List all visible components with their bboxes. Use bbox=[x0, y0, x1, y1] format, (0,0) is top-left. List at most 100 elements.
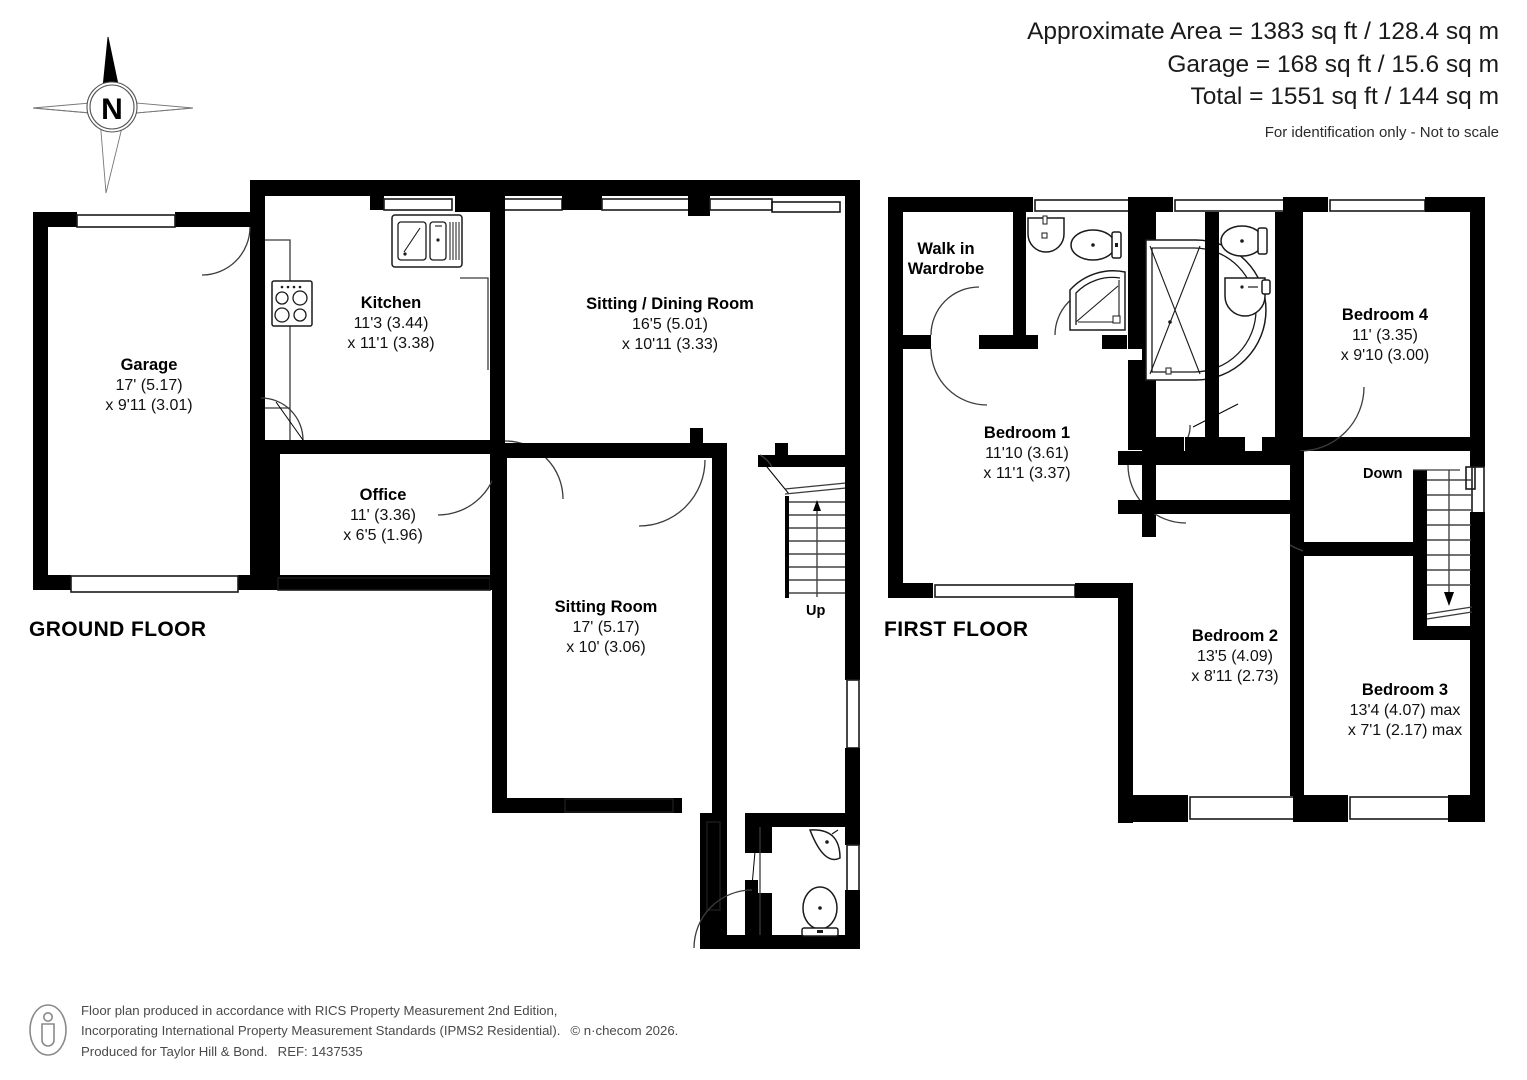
ff-wall-north-b bbox=[1128, 197, 1173, 212]
wc-window-east bbox=[846, 844, 860, 894]
bed2-bed3-divider bbox=[1290, 556, 1304, 796]
first-floor-plan bbox=[888, 197, 1485, 823]
footer-text: Floor plan produced in accordance with R… bbox=[81, 1001, 678, 1062]
room-dim2-bedroom-3: x 7'1 (2.17) max bbox=[1347, 721, 1463, 739]
garage-area-line: Garage = 168 sq ft / 15.6 sq m bbox=[1167, 50, 1499, 78]
window-north-dining bbox=[601, 198, 701, 211]
kitchen-door-leaf bbox=[275, 401, 304, 441]
kitchen-counter-outline bbox=[460, 277, 489, 370]
bed4-door-swing bbox=[1299, 386, 1365, 452]
garage-wall-north-left bbox=[33, 212, 77, 227]
room-dim2-kitchen: x 11'1 (3.38) bbox=[347, 334, 435, 352]
ff-wall-south-b3-b bbox=[1448, 795, 1485, 822]
ensuite-shower-fixture bbox=[1069, 270, 1126, 331]
room-name-bedroom-4: Bedroom 4 bbox=[1341, 306, 1429, 324]
room-dim1-bedroom-1: 11'10 (3.61) bbox=[985, 444, 1069, 462]
room-name-walk-in-wardrobe-line2: Wardrobe bbox=[907, 259, 985, 278]
ground-floor-caption: GROUND FLOOR bbox=[29, 618, 207, 641]
wc-corner-basin-fixture bbox=[808, 829, 841, 861]
accessibility-person-icon bbox=[29, 1003, 67, 1056]
staircase-up bbox=[784, 482, 847, 598]
room-dim1-garage: 17' (5.17) bbox=[115, 376, 183, 394]
window-north-dining2 bbox=[709, 198, 773, 211]
kitchen-counter-west bbox=[265, 239, 291, 440]
room-label-kitchen: Kitchen 11'3 (3.44) x 11'1 (3.38) bbox=[347, 293, 434, 354]
ff-wall-west bbox=[888, 197, 903, 597]
room-dim2-sitting-dining-room: x 10'11 (3.33) bbox=[621, 335, 719, 353]
hall-wall-east-lower bbox=[845, 748, 860, 820]
bed1-door-swing bbox=[930, 348, 988, 406]
kitchen-hob-fixture bbox=[271, 280, 313, 327]
ensuite-basin-fixture bbox=[1027, 215, 1065, 253]
ensuite-toilet-fixture bbox=[1070, 229, 1122, 261]
garage-door-swing bbox=[201, 226, 251, 276]
window-north-kitchen2 bbox=[499, 198, 563, 211]
room-label-sitting-room: Sitting Room 17' (5.17) x 10' (3.06) bbox=[555, 597, 658, 658]
ff-wall-east-lower bbox=[1470, 512, 1485, 822]
footer-copyright: © n·checom 2026. bbox=[570, 1023, 679, 1039]
hall-window-east bbox=[846, 679, 860, 749]
hall-door-leaf bbox=[762, 461, 790, 495]
bathroom-wall-south-a bbox=[1156, 437, 1184, 451]
garage-wall-north-right bbox=[175, 212, 250, 227]
sittingroom-window-south bbox=[564, 798, 674, 813]
landing-wall-north-b bbox=[1425, 437, 1485, 451]
compass-rose: N bbox=[32, 35, 194, 195]
room-name-bedroom-3: Bedroom 3 bbox=[1361, 681, 1449, 699]
porch-window-west bbox=[706, 821, 721, 911]
ff-wall-south-left-b bbox=[1075, 583, 1120, 598]
room-name-bedroom-1: Bedroom 1 bbox=[983, 424, 1071, 442]
bed4-wall-west bbox=[1289, 212, 1303, 437]
office-door-swing bbox=[437, 454, 499, 516]
kitchen-office-wall bbox=[265, 440, 495, 454]
ff-window-east bbox=[1471, 466, 1485, 516]
room-name-sitting-dining-room: Sitting / Dining Room bbox=[586, 295, 754, 313]
footer-agent: Produced for Taylor Hill & Bond. bbox=[81, 1043, 268, 1059]
ground-floor-plan bbox=[33, 180, 860, 949]
sittingroom-wall-south bbox=[492, 798, 682, 813]
ff-wall-south-b2-a bbox=[1118, 795, 1188, 822]
room-name-kitchen: Kitchen bbox=[360, 294, 422, 312]
room-name-walk-in-wardrobe-line1: Walk in bbox=[917, 240, 975, 258]
room-label-bedroom-1: Bedroom 1 11'10 (3.61) x 11'1 (3.37) bbox=[983, 423, 1070, 484]
ff-window-south-bed1 bbox=[934, 584, 1076, 598]
sittingroom-wall-north bbox=[492, 443, 722, 458]
footer-reference: REF: 1437535 bbox=[277, 1043, 363, 1059]
wc-wall-west-b bbox=[758, 893, 772, 949]
room-dim1-sitting-room: 17' (5.17) bbox=[572, 618, 640, 636]
room-dim1-bedroom-4: 11' (3.35) bbox=[1352, 326, 1418, 344]
room-label-walk-in-wardrobe: Walk in Wardrobe bbox=[908, 240, 984, 280]
room-name-bedroom-2: Bedroom 2 bbox=[1191, 627, 1279, 645]
wc-wall-south bbox=[760, 935, 860, 949]
stair-down-label: Down bbox=[1363, 466, 1403, 482]
room-label-sitting-dining-room: Sitting / Dining Room 16'5 (5.01) x 10'1… bbox=[586, 294, 754, 355]
house-wall-north-a bbox=[250, 180, 370, 196]
ff-window-north-1 bbox=[1034, 199, 1131, 212]
footer-line-2: Incorporating International Property Mea… bbox=[81, 1021, 678, 1041]
room-dim2-office: x 6'5 (1.96) bbox=[343, 526, 423, 544]
room-label-bedroom-4: Bedroom 4 11' (3.35) x 9'10 (3.00) bbox=[1341, 305, 1429, 366]
porch-wall-west bbox=[700, 813, 727, 949]
room-label-garage: Garage 17' (5.17) x 9'11 (3.01) bbox=[105, 355, 192, 416]
ff-wall-step-vertical bbox=[1118, 583, 1133, 823]
bathroom-door-swing bbox=[1187, 424, 1191, 438]
scale-disclaimer: For identification only - Not to scale bbox=[1264, 123, 1499, 141]
room-name-garage: Garage bbox=[120, 356, 178, 374]
compass-west-point-shade bbox=[32, 107, 114, 116]
footer-line-1: Floor plan produced in accordance with R… bbox=[81, 1002, 558, 1018]
ff-window-north-3 bbox=[1329, 199, 1426, 212]
sittingroom-wall-east-upper bbox=[712, 443, 727, 523]
hall-wall-east bbox=[845, 470, 860, 680]
sittingroom-door-swing bbox=[638, 459, 706, 527]
ff-toilet-2-fixture bbox=[1220, 225, 1268, 257]
room-dim2-bedroom-2: x 8'11 (2.73) bbox=[1191, 667, 1279, 685]
compass-rose-svg: N bbox=[32, 36, 194, 194]
ff-wall-south-mid bbox=[1293, 795, 1348, 822]
room-dim2-sitting-room: x 10' (3.06) bbox=[566, 638, 646, 656]
house-wall-north-jamb2 bbox=[562, 196, 602, 210]
room-name-sitting-room: Sitting Room bbox=[554, 598, 658, 616]
room-dim1-bedroom-3: 13'4 (4.07) max bbox=[1349, 701, 1461, 719]
stair-down-arrow bbox=[1444, 592, 1454, 606]
stair-up-arrow bbox=[813, 500, 821, 511]
